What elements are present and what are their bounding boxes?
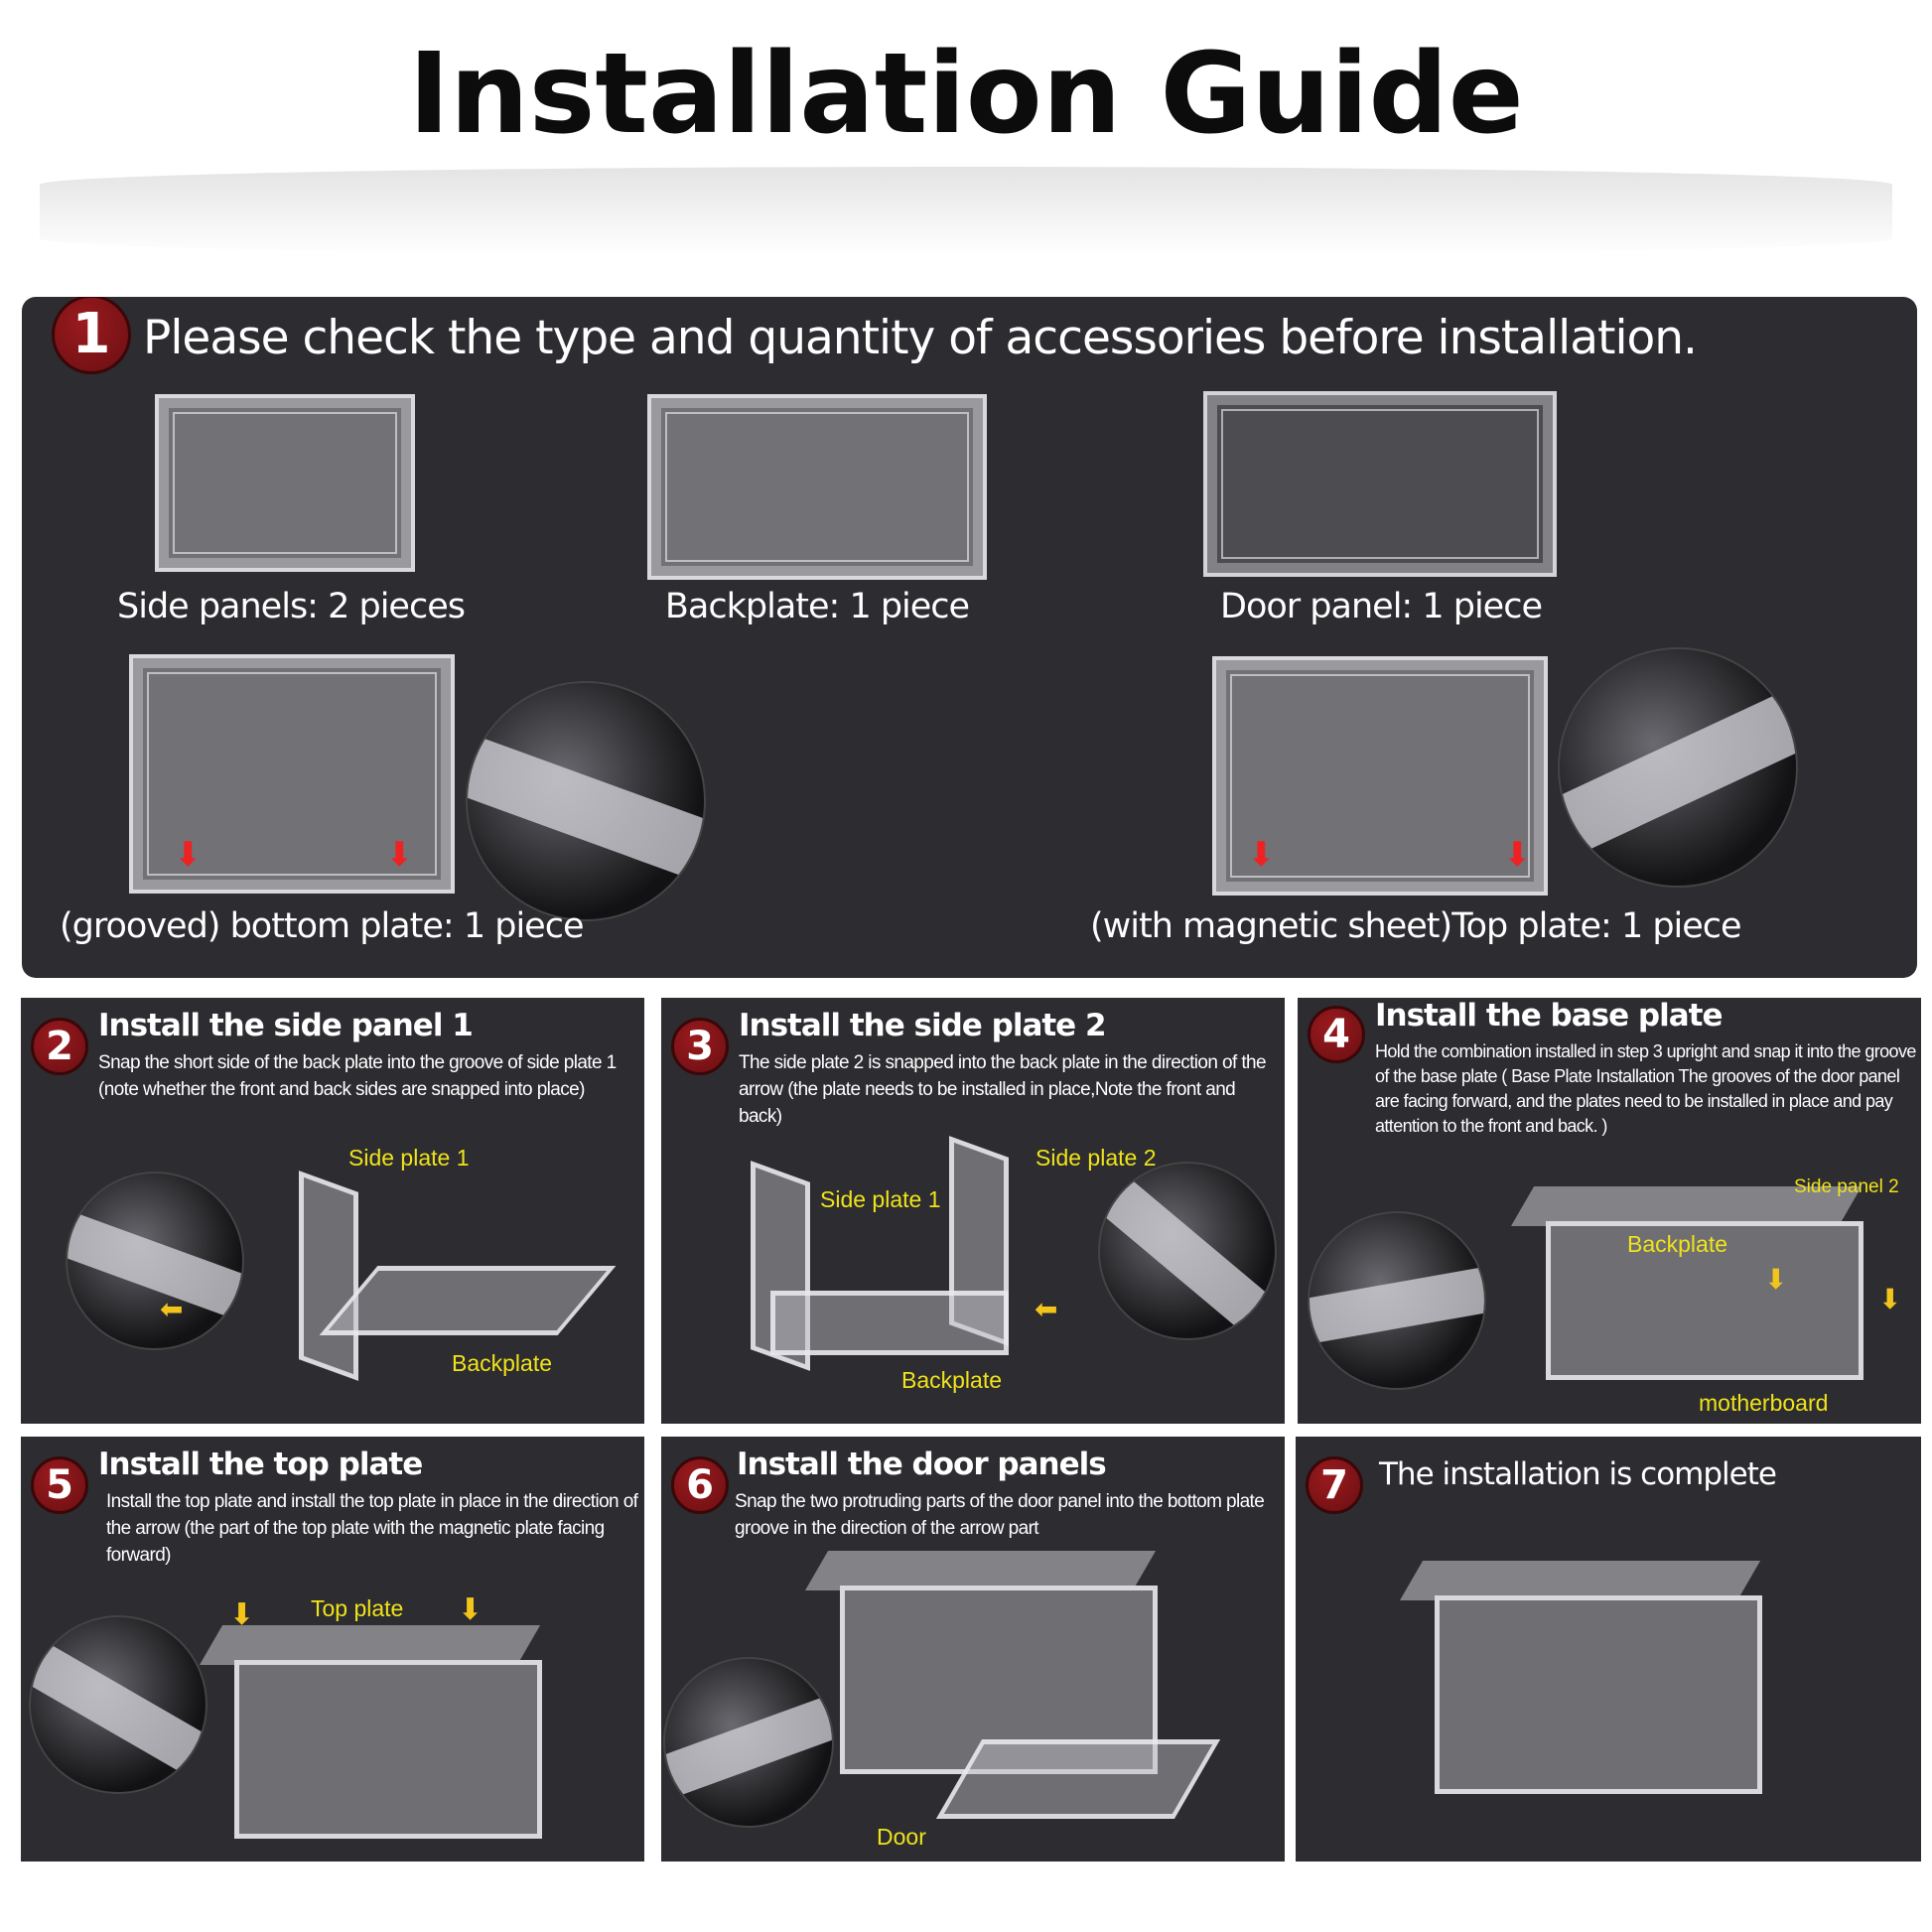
arrow-down-icon: ⬇: [1503, 836, 1532, 874]
step-description: Hold the combination installed in step 3…: [1375, 1041, 1916, 1136]
door-panel-image: [935, 1739, 1221, 1819]
step-badge: 5: [31, 1456, 88, 1514]
backplate-label: Backplate: 1 piece: [664, 587, 970, 626]
side-plate-image: [299, 1171, 358, 1381]
page-title: Installation Guide: [408, 30, 1524, 159]
step-6-panel: 6 Install the door panels Snap the two p…: [661, 1437, 1285, 1862]
arrow-icon: ⬅: [1035, 1294, 1058, 1324]
step-title: Install the top plate: [98, 1447, 423, 1482]
step-badge: 3: [671, 1018, 729, 1075]
box-image: [1546, 1221, 1863, 1380]
arrow-down-icon: ⬇: [1878, 1284, 1902, 1314]
step-7-panel: 7 The installation is complete: [1296, 1437, 1921, 1862]
door-panel-label: Door panel: 1 piece: [1220, 587, 1543, 626]
detail-image: [1098, 1162, 1277, 1340]
backplate-image: [319, 1266, 617, 1335]
step-title: Install the side plate 2: [739, 1008, 1107, 1043]
side-panels-label: Side panels: 2 pieces: [117, 587, 466, 626]
box-image: [840, 1586, 1158, 1774]
top-plate-label: (with magnetic sheet)Top plate: 1 piece: [1090, 906, 1742, 946]
bottom-plate-image: [129, 654, 455, 894]
side-plate-2-label: Side plate 2: [1035, 1145, 1157, 1171]
step-3-panel: 3 Install the side plate 2 The side plat…: [661, 998, 1285, 1424]
step-2-panel: 2 Install the side panel 1 Snap the shor…: [21, 998, 644, 1424]
step-badge: 7: [1306, 1456, 1363, 1514]
arrow-down-icon: ⬇: [229, 1598, 255, 1631]
door-panel-image: [1203, 391, 1557, 577]
step-badge: 6: [671, 1456, 729, 1514]
step-description: The side plate 2 is snapped into the bac…: [739, 1052, 1267, 1127]
backplate-image: [770, 1291, 1009, 1355]
detail-image: [29, 1615, 207, 1794]
backplate-label: Backplate: [452, 1350, 553, 1376]
step-title: Install the base plate: [1375, 998, 1724, 1034]
groove-detail-image: [466, 681, 706, 921]
box-image: [234, 1660, 542, 1839]
door-label: Door: [877, 1824, 926, 1850]
detail-image: [66, 1172, 244, 1350]
detail-image: [663, 1657, 834, 1828]
arrow-down-icon: ⬇: [458, 1593, 483, 1626]
step-description: Install the top plate and install the to…: [106, 1491, 638, 1566]
step-5-panel: 5 Install the top plate Install the top …: [21, 1437, 644, 1862]
side-plate-1-label: Side plate 1: [820, 1186, 941, 1212]
step-badge: 1: [52, 297, 131, 374]
arrow-down-icon: ⬇: [1764, 1264, 1788, 1295]
backplate-label: Backplate: [901, 1367, 1003, 1393]
step-description: Snap the short side of the back plate in…: [98, 1052, 617, 1100]
step-1-heading: Please check the type and quantity of ac…: [143, 311, 1698, 365]
arrow-icon: ⬅: [160, 1294, 184, 1324]
side-plate-1-label: Side plate 1: [348, 1145, 470, 1171]
step-title: Install the door panels: [737, 1447, 1107, 1482]
arrow-down-icon: ⬇: [174, 836, 203, 874]
step-4-panel: 4 Install the base plate Hold the combin…: [1298, 998, 1921, 1424]
arrow-down-icon: ⬇: [1247, 836, 1276, 874]
bottom-plate-label: (grooved) bottom plate: 1 piece: [60, 906, 584, 946]
step-title: The installation is complete: [1379, 1456, 1777, 1492]
step-description: Snap the two protruding parts of the doo…: [735, 1491, 1265, 1539]
motherboard-label: motherboard: [1699, 1390, 1829, 1416]
completed-box-image: [1435, 1595, 1762, 1794]
step-title: Install the side panel 1: [98, 1008, 474, 1043]
side-panel-2-label: Side panel 2: [1794, 1176, 1899, 1197]
title-shadow: [40, 167, 1892, 256]
side-panel-image: [155, 394, 415, 572]
step-badge: 4: [1308, 1006, 1365, 1063]
backplate-image: [647, 394, 987, 580]
arrow-down-icon: ⬇: [385, 836, 414, 874]
magnet-detail-image: [1558, 647, 1798, 888]
backplate-label: Backplate: [1627, 1231, 1728, 1257]
top-plate-image: [1212, 656, 1548, 896]
detail-image: [1308, 1211, 1486, 1390]
step-badge: 2: [31, 1018, 88, 1075]
top-plate-label: Top plate: [311, 1595, 404, 1621]
step-1-panel: 1 Please check the type and quantity of …: [22, 297, 1917, 978]
